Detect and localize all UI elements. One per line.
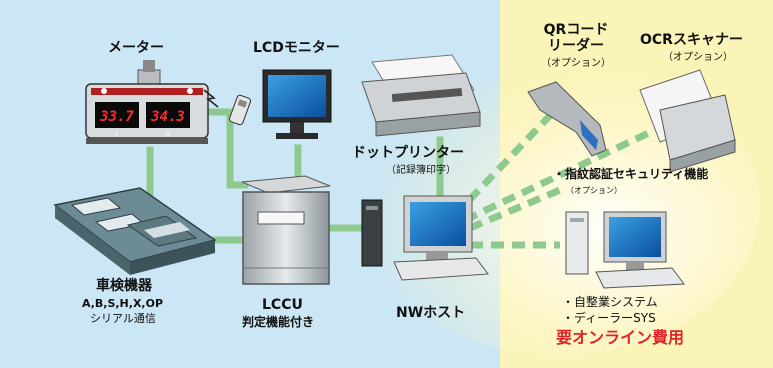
lccu-cabinet bbox=[241, 175, 331, 285]
dot-printer bbox=[361, 54, 481, 137]
link-host-ocr bbox=[463, 126, 657, 224]
meter-device bbox=[85, 60, 209, 144]
meter-label: メーター bbox=[108, 40, 164, 56]
wireless-signal-icon bbox=[203, 89, 219, 108]
link-equipment-lccu bbox=[191, 108, 249, 189]
link-host-fingerprint bbox=[468, 186, 562, 232]
ocr-scanner-option: （オプション） bbox=[663, 52, 733, 63]
dot-printer-sub: （記録簿印字） bbox=[386, 165, 456, 176]
nw-host-pc bbox=[361, 195, 489, 281]
qr-reader-option: （オプション） bbox=[541, 58, 611, 69]
meter-reading-left: 33.7 bbox=[99, 109, 134, 125]
qr-reader-label-line2: リーダー bbox=[548, 38, 604, 54]
ocr-scanner bbox=[639, 69, 736, 173]
remote-control bbox=[228, 94, 252, 126]
meter-tag-left: L bbox=[115, 131, 119, 138]
meter-reading-right: 34.3 bbox=[150, 109, 185, 125]
lcd-monitor bbox=[262, 69, 332, 139]
system-item-2: ・ディーラーSYS bbox=[562, 311, 656, 325]
meter-tag-right: R bbox=[166, 131, 170, 138]
qr-reader bbox=[527, 81, 607, 157]
qr-reader-label-line1: QRコード bbox=[543, 22, 609, 38]
lcd-monitor-label: LCDモニター bbox=[253, 40, 340, 56]
fingerprint-label: ・指紋認証セキュリティ機能 bbox=[553, 167, 709, 181]
ocr-scanner-label: OCRスキャナー bbox=[640, 32, 743, 48]
dot-printer-label: ドットプリンター bbox=[352, 145, 464, 161]
inspection-equipment-label: 車検機器 bbox=[96, 278, 152, 294]
inspection-equipment bbox=[53, 187, 217, 275]
nw-host-label: NWホスト bbox=[396, 305, 466, 321]
fingerprint-option: （オプション） bbox=[566, 186, 622, 195]
online-fee-label: 要オンライン費用 bbox=[556, 328, 685, 347]
system-item-1: ・自整業システム bbox=[562, 295, 658, 309]
serial-label: シリアル通信 bbox=[90, 312, 156, 325]
inspection-types: A,B,S,H,X,OP bbox=[82, 297, 164, 310]
lccu-label: LCCU bbox=[262, 297, 303, 313]
lccu-sub: 判定機能付き bbox=[242, 315, 315, 329]
secure-pc bbox=[565, 211, 685, 289]
